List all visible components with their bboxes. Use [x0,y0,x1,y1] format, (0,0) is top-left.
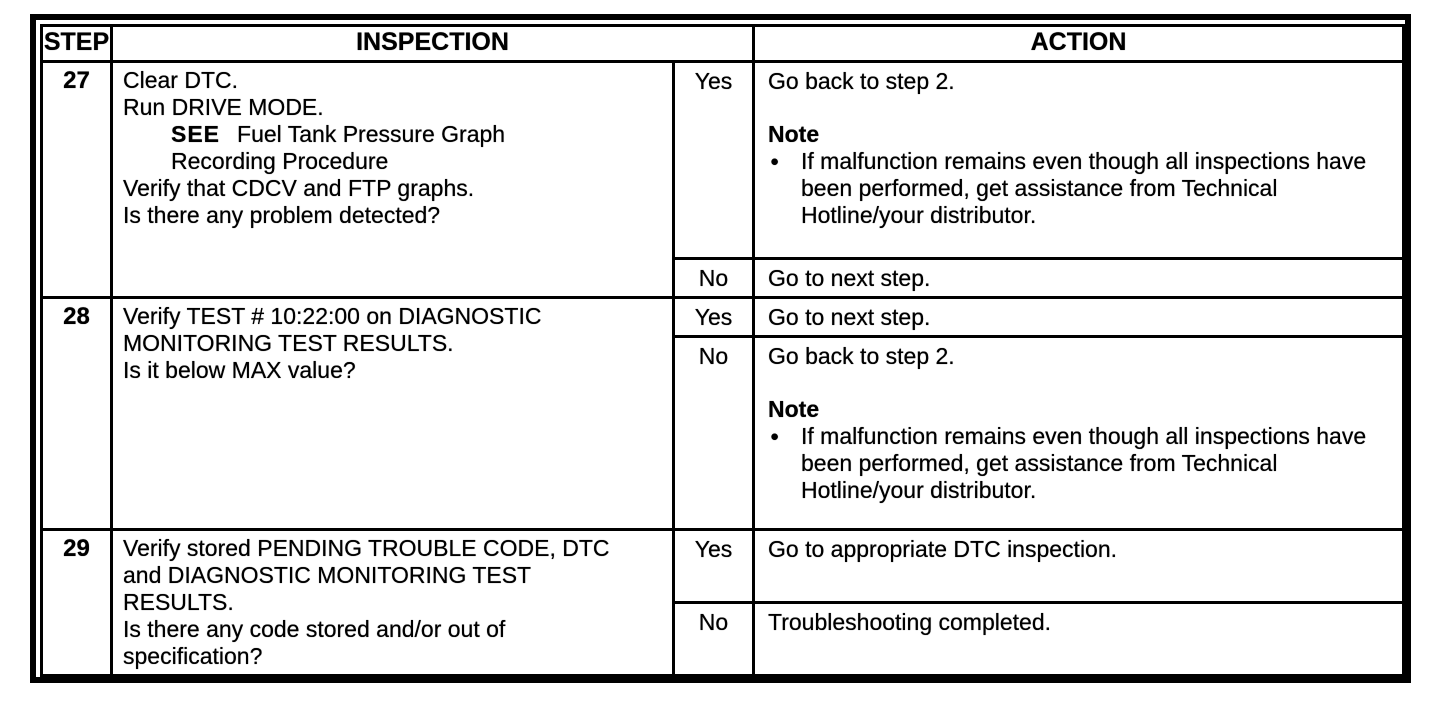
action-text: Go to next step. [768,304,931,330]
inspection-line: specification? [123,643,263,669]
action-text: Go back to step 2. [768,343,955,369]
step-number: 29 [40,528,113,677]
action-text: Go to appropriate DTC inspection. [768,536,1118,562]
step-27-no-row: No Go to next step. [42,257,1405,299]
answer-cell: No [671,601,756,677]
inspection-line: Verify that CDCV and FTP graphs. [123,175,475,201]
inspection-line: MONITORING TEST RESULTS. [123,330,454,356]
action-cell: Go back to step 2. NoteIf malfunction rem… [752,335,1405,531]
action-text: Go to next step. [768,265,931,291]
note-title: Note [768,396,820,422]
action-cell: Go to next step. [752,257,1405,299]
table-header: STEP INSPECTION ACTION [40,24,1405,63]
action-text: Troubleshooting completed. [768,609,1052,635]
inspection-line: Verify TEST # 10:22:00 on DIAGNOSTIC [123,303,542,329]
inspection-line: Clear DTC. [123,67,239,93]
inspection-column-header: INSPECTION [109,24,756,63]
inspection-line: and DIAGNOSTIC MONITORING TEST [123,562,532,588]
answer-cell: Yes [671,528,756,604]
note-block: NoteIf malfunction remains even though a… [768,121,1392,229]
step-29-no-row: No Troubleshooting completed. [42,601,1405,677]
step-number: 28 [40,296,113,531]
inspection-line: Is there any code stored and/or out of [123,616,506,642]
action-cell: Troubleshooting completed. [752,601,1405,677]
see-keyword: SEE [171,121,221,147]
inspection-line: RESULTS. [123,589,234,615]
action-column-header: ACTION [752,24,1405,63]
answer-cell: Yes [671,60,756,260]
header-row: STEP INSPECTION ACTION [40,24,1405,63]
inspection-line: Is there any problem detected? [123,202,441,228]
step-column-header: STEP [40,24,113,63]
note-title: Note [768,121,820,147]
note-block: NoteIf malfunction remains even though a… [768,396,1392,504]
action-text: Go back to step 2. [768,68,955,94]
answer-cell: No [671,335,756,531]
note-bullet: If malfunction remains even though all i… [768,423,1392,504]
action-cell: Go back to step 2. NoteIf malfunction rem… [752,60,1405,260]
step-number: 27 [40,60,113,299]
inspection-line: Run DRIVE MODE. [123,94,324,120]
step-28-no-row: No Go back to step 2. NoteIf malfunction r… [42,335,1405,531]
action-cell: Go to next step. [752,296,1405,338]
answer-cell: No [671,257,756,299]
answer-cell: Yes [671,296,756,338]
inspection-line: Recording Procedure [171,148,389,174]
inspection-line: Verify stored PENDING TROUBLE CODE, DTC [123,535,610,561]
inspection-line: Is it below MAX value? [123,357,356,383]
note-bullet: If malfunction remains even though all i… [768,148,1392,229]
action-cell: Go to appropriate DTC inspection. [752,528,1405,604]
